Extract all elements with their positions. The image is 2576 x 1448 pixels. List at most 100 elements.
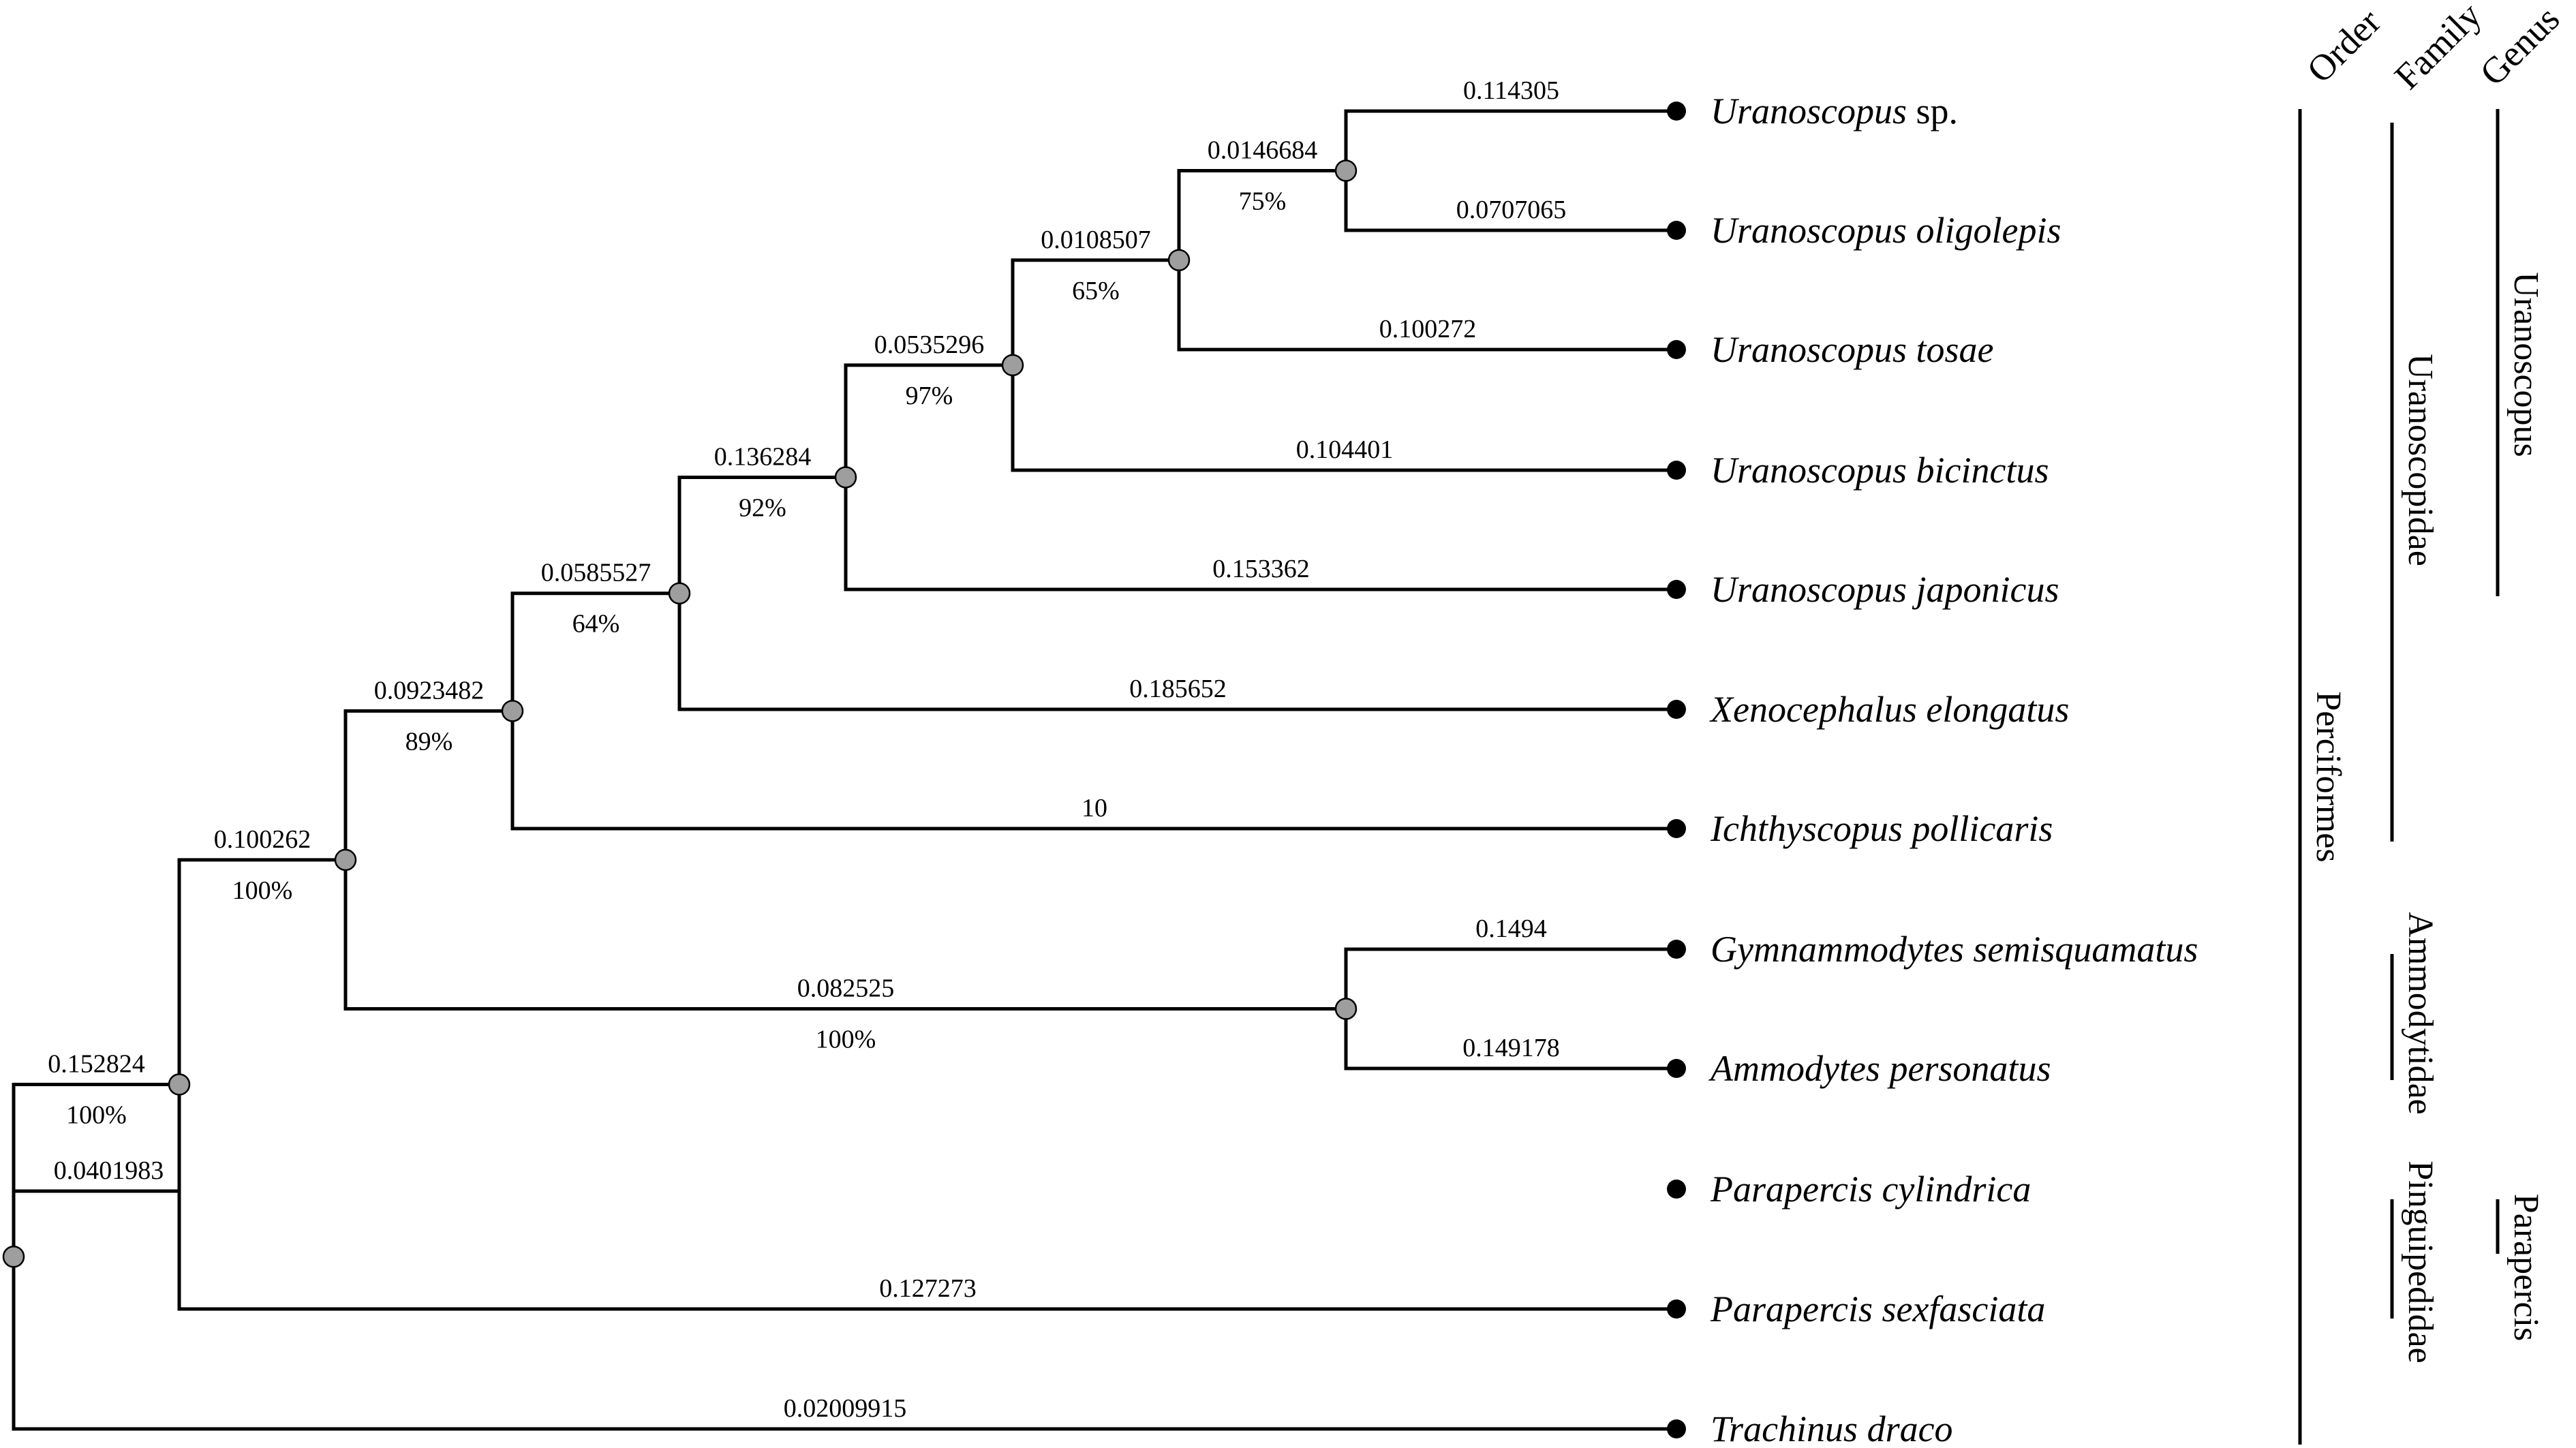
branch-length-label-t0: 0.114305 <box>1463 76 1559 105</box>
branch-n7-to-t3 <box>1011 363 1678 472</box>
tip-label-10: Parapercis sexfasciata <box>1710 1289 2045 1329</box>
order-label-perciformes: Perciformes <box>2309 691 2348 862</box>
tip-node-8 <box>1667 1059 1686 1078</box>
branch-n4-to-n5 <box>510 591 681 713</box>
tip-node-5 <box>1667 700 1686 719</box>
branch-length-label-t10: 0.127273 <box>879 1274 977 1303</box>
branch-length-label-n4: 0.0923482 <box>374 676 485 705</box>
family-header: Family <box>2387 0 2489 97</box>
branch-n5-to-t5 <box>677 591 1678 711</box>
root-branch <box>12 1082 181 1259</box>
tip-label-5: Xenocephalus elongatus <box>1709 689 2069 730</box>
branch-length-label-n5: 0.0585527 <box>541 559 651 587</box>
tip-label-1: Uranoscopus oligolepis <box>1711 210 2061 251</box>
family-label-pinguipedidae: Pinguipedidae <box>2401 1160 2440 1364</box>
branch-length-label-t7: 0.1494 <box>1475 914 1547 943</box>
branch-length-label-t2: 0.100272 <box>1379 315 1477 343</box>
tip-label-4: Uranoscopus japonicus <box>1711 569 2059 610</box>
branch-length-label-t1: 0.0707065 <box>1456 196 1567 224</box>
taxonomy-annotation: Order Family Genus Perciformes Uranoscop… <box>2298 0 2567 1445</box>
support-label-n6: 92% <box>739 493 786 522</box>
genus-header: Genus <box>2472 0 2567 93</box>
tip-genus-2: Uranoscopus <box>1711 329 1916 370</box>
internal-nodes <box>2 159 1358 1268</box>
branch-n10-to-t7 <box>1344 947 1678 1011</box>
tip-epithet-4: japonicus <box>1912 569 2059 610</box>
tip-genus-1: Uranoscopus <box>1711 210 1916 251</box>
internal-node-n4 <box>501 700 524 722</box>
branch-n6-to-t4 <box>844 475 1678 591</box>
support-label-n2: 100% <box>66 1100 127 1129</box>
internal-node-n5 <box>668 582 691 604</box>
branch-n3-to-n10 <box>343 858 1348 1011</box>
tip-genus-7: Gymnammodytes <box>1711 929 1973 970</box>
branch-length-label-n9: 0.0146684 <box>1208 136 1318 165</box>
tip-epithet-9: cylindrica <box>1882 1169 2031 1210</box>
family-label-uranoscopidae: Uranoscopidae <box>2401 354 2440 566</box>
branch-length-label-n10: 0.082525 <box>797 974 895 1003</box>
branch-n6-to-n7 <box>844 363 1015 479</box>
tip-label-11: Trachinus draco <box>1711 1408 1953 1448</box>
tree-branches <box>12 109 1678 1431</box>
tip-node-4 <box>1667 580 1686 599</box>
branch-length-label-n6: 0.136284 <box>714 442 812 471</box>
branch-n1-to-t11 <box>12 1254 1678 1431</box>
branch-n8-to-t2 <box>1177 258 1678 352</box>
tip-genus-11: Trachinus <box>1711 1408 1867 1448</box>
tip-label-8: Ammodytes personatus <box>1708 1048 2051 1089</box>
tip-epithet-0: sp. <box>1916 91 1959 132</box>
tip-node-6 <box>1667 819 1686 838</box>
tip-epithet-11: draco <box>1867 1408 1953 1448</box>
genus-label-parapercis: Parapercis <box>2506 1194 2545 1342</box>
internal-node-n2 <box>168 1073 191 1096</box>
tip-node-3 <box>1667 461 1686 480</box>
support-label-n10: 100% <box>816 1026 876 1054</box>
support-label-n4: 89% <box>405 727 453 756</box>
branch-length-label-t6: 10 <box>1082 794 1107 822</box>
branch-n2-to-n3 <box>177 858 348 1086</box>
tip-label-7: Gymnammodytes semisquamatus <box>1711 929 2198 970</box>
tip-epithet-3: bicinctus <box>1916 450 2049 491</box>
tip-epithet-2: tosae <box>1916 329 1994 370</box>
tip-label-9: Parapercis cylindrica <box>1710 1169 2031 1210</box>
tip-genus-8: Ammodytes <box>1708 1048 1889 1089</box>
branch-length-label-t5: 0.185652 <box>1129 675 1227 703</box>
tip-epithet-10: sexfasciata <box>1882 1289 2045 1329</box>
tip-label-2: Uranoscopus tosae <box>1711 329 1994 370</box>
tip-genus-9: Parapercis <box>1710 1169 1882 1210</box>
internal-node-n10 <box>1334 998 1358 1020</box>
tip-node-7 <box>1667 940 1686 959</box>
tip-epithet-6: pollicaris <box>1909 808 2053 849</box>
branch-length-label-t11: 0.02009915 <box>784 1394 907 1423</box>
support-label-n5: 64% <box>572 610 620 638</box>
internal-node-n7 <box>1001 354 1024 377</box>
branch-n7-to-n8 <box>1011 258 1181 367</box>
order-header: Order <box>2299 1 2389 91</box>
tip-label-3: Uranoscopus bicinctus <box>1711 450 2049 491</box>
branch-length-label-n8: 0.0108507 <box>1041 226 1151 254</box>
tip-epithet-5: elongatus <box>1926 689 2069 730</box>
internal-node-n6 <box>834 466 857 489</box>
support-label-n9: 75% <box>1239 187 1287 216</box>
tip-node-2 <box>1667 340 1686 359</box>
branch-length-label-t8: 0.149178 <box>1462 1034 1560 1062</box>
branch-length-labels: 0.1528240.020099150.1002620.1272730.0923… <box>48 76 1566 1423</box>
branch-length-label-t3: 0.104401 <box>1296 435 1394 464</box>
tip-node-11 <box>1667 1419 1686 1438</box>
internal-node-n1 <box>2 1245 25 1268</box>
support-label-n8: 65% <box>1072 277 1120 305</box>
support-label-n7: 97% <box>906 382 953 410</box>
tip-genus-10: Parapercis <box>1710 1289 1882 1329</box>
tip-genus-3: Uranoscopus <box>1711 450 1916 491</box>
branch-n9-to-t0 <box>1344 109 1678 172</box>
branch-length-label-n7: 0.0535296 <box>874 330 985 359</box>
support-label-n3: 100% <box>232 876 293 905</box>
internal-node-n8 <box>1167 249 1191 271</box>
genus-label-uranoscopus: Uranoscopus <box>2506 272 2545 457</box>
branch-n3-to-n4 <box>343 709 515 862</box>
tip-species-labels: Uranoscopus sp.Uranoscopus oligolepisUra… <box>1708 91 2198 1448</box>
branch-length-label-n3: 0.100262 <box>214 825 311 854</box>
branch-n9-to-t1 <box>1344 169 1678 232</box>
family-label-ammodytidae: Ammodytidae <box>2401 912 2440 1115</box>
